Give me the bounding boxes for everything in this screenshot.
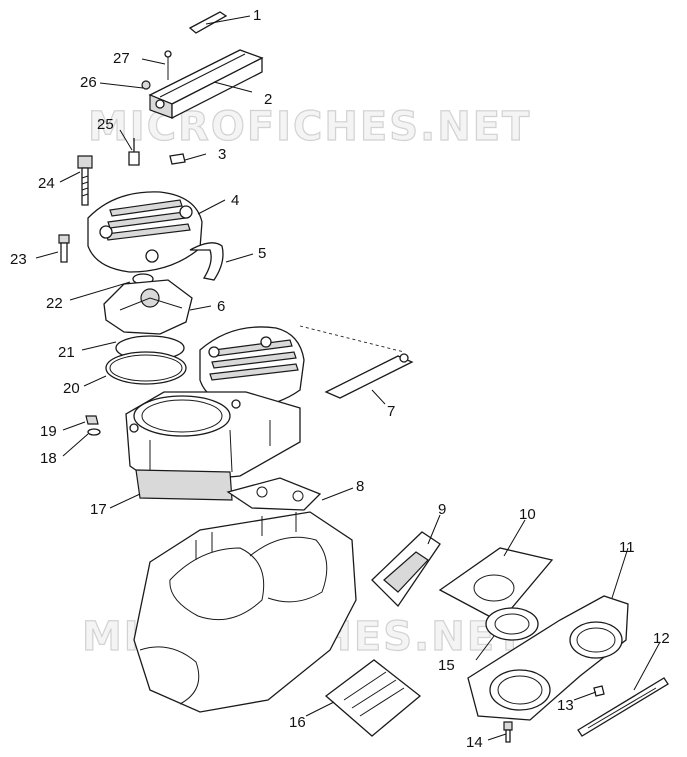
callout-6: 6 [217,298,225,315]
callout-27: 27 [113,50,130,67]
callout-23: 23 [10,251,27,268]
part-5-gasket [189,242,224,281]
part-26-nut [141,80,151,90]
callout-16: 16 [289,714,306,731]
part-18-washer [87,428,101,436]
callout-9: 9 [438,501,446,518]
part-1-strip [188,11,228,34]
part-15-gasket [485,607,539,641]
part-27-bolt [164,50,172,80]
callout-8: 8 [356,478,364,495]
callout-13: 13 [557,697,574,714]
part-17-cylinder-block [125,391,301,501]
part-10-spacer [438,547,554,623]
part-14-bolt [503,721,513,743]
rear-cylinder-head [199,326,305,408]
part-19-nut [85,415,99,425]
callout-12: 12 [653,630,670,647]
callout-11: 11 [619,539,635,556]
part-13-screw [593,685,605,697]
callout-5: 5 [258,245,266,262]
part-7-bracket [299,325,414,399]
callout-3: 3 [218,146,226,163]
leader-lines [35,15,661,741]
callout-21: 21 [58,344,75,361]
part-12-strap [577,677,669,737]
callout-14: 14 [466,734,483,751]
callout-2: 2 [264,91,272,108]
callouts: 1 2 3 4 5 6 7 8 9 10 11 12 13 14 15 16 1… [10,7,670,751]
callout-1: 1 [253,7,261,24]
callout-4: 4 [231,192,239,209]
callout-18: 18 [40,450,57,467]
part-25-sensor [128,138,140,166]
callout-15: 15 [438,657,455,674]
crankcase [133,511,357,713]
callout-20: 20 [63,380,80,397]
part-6-head-insert [103,279,193,335]
part-24-bolt [77,155,93,206]
callout-22: 22 [46,295,63,312]
callout-19: 19 [40,423,57,440]
part-3-washer [169,153,186,165]
part-8-base-gasket [226,477,322,511]
part-11-intake-manifold [467,595,629,721]
callout-17: 17 [90,501,107,518]
callout-7: 7 [387,403,395,420]
part-20-o-ring [105,351,187,385]
part-9-reed-valve [371,531,441,608]
callout-26: 26 [80,74,97,91]
callout-24: 24 [38,175,55,192]
callout-25: 25 [97,116,114,133]
callout-10: 10 [519,506,536,523]
part-16-reed-plate [324,659,422,737]
part-4-cylinder-head [87,191,203,273]
part-23-bolt [58,234,70,263]
part-2-rail [148,49,264,120]
